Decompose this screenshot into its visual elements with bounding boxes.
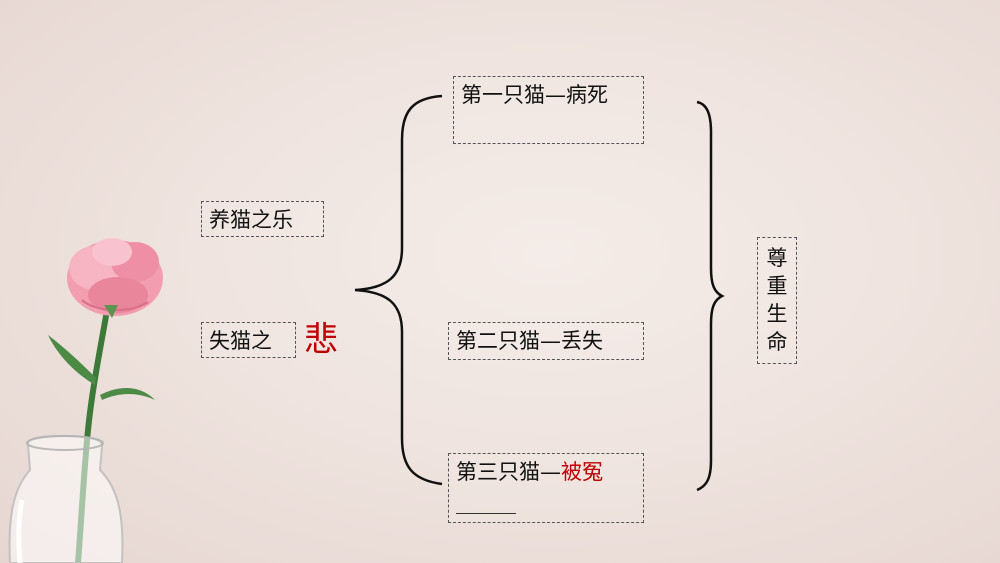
cat3-label: 第三只猫—	[456, 460, 561, 484]
left-brace	[354, 94, 443, 486]
conclusion-char-3: 生	[766, 302, 788, 326]
cat1-label: 第一只猫—病死	[461, 83, 608, 107]
glass-vase-icon	[8, 434, 124, 563]
loss-label: 失猫之	[209, 329, 272, 353]
loss-emphasis: 悲	[304, 320, 338, 360]
cat2-label: 第二只猫—丢失	[456, 329, 603, 353]
conclusion-char-4: 命	[766, 330, 788, 354]
conclusion-char-2: 重	[766, 274, 788, 298]
joy-box: 养猫之乐	[201, 201, 324, 237]
conclusion-box: 尊 重 生 命	[757, 237, 797, 364]
conclusion-char-1: 尊	[766, 246, 788, 270]
cat2-box: 第二只猫—丢失	[448, 322, 644, 360]
carnation-flower-icon	[48, 238, 163, 563]
joy-label: 养猫之乐	[209, 208, 293, 232]
right-brace	[696, 100, 725, 492]
cat3-box: 第三只猫—被冤	[448, 453, 644, 523]
cat3-emphasis: 被冤	[561, 460, 603, 484]
cat1-box: 第一只猫—病死	[453, 76, 644, 144]
fill-in-blank	[456, 489, 516, 514]
loss-box: 失猫之	[201, 322, 296, 358]
